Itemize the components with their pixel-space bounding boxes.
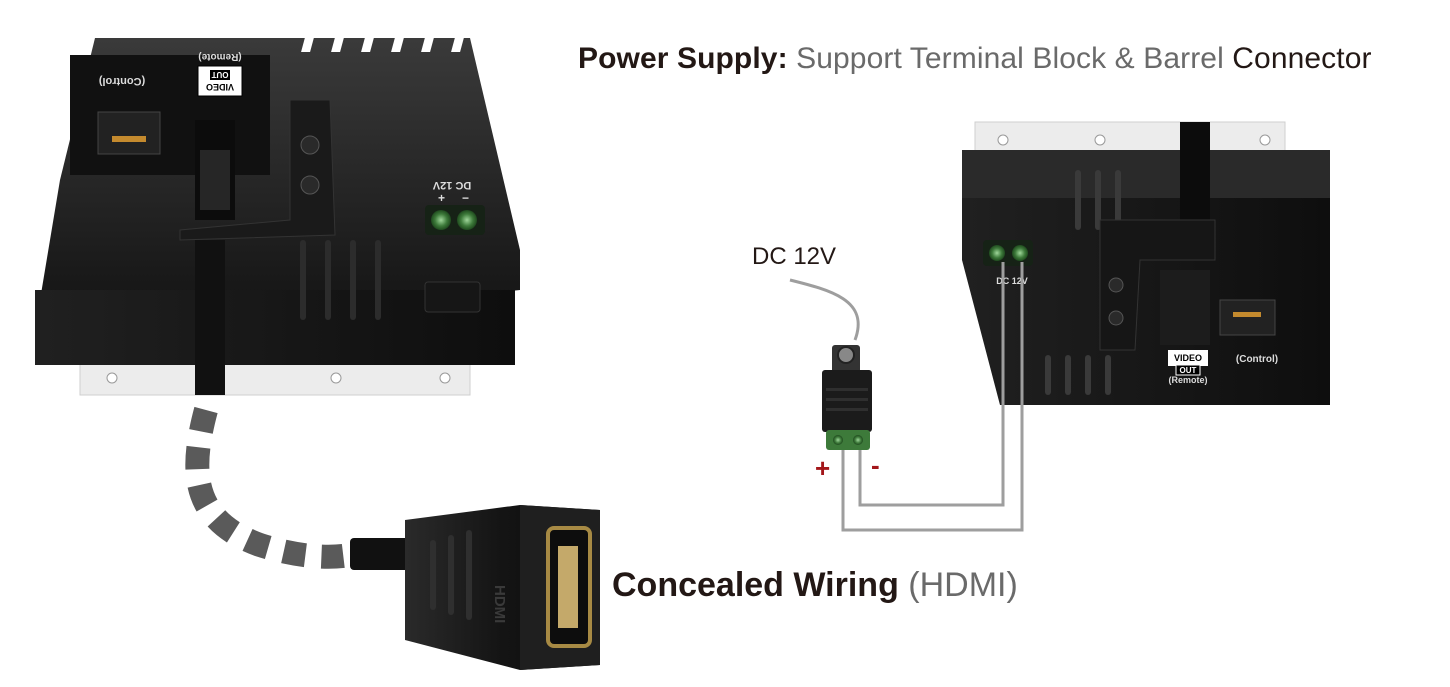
dc12v-marking: DC 12V [432, 179, 471, 191]
right-control-label: (Control) [1236, 354, 1278, 365]
right-remote-label: (Remote) [1168, 375, 1207, 385]
screw [300, 175, 320, 195]
bracket-hole [439, 372, 451, 384]
polarity-minus: - [871, 450, 880, 480]
wire-minus [858, 262, 1005, 507]
screw [300, 135, 320, 155]
wire-plus [841, 262, 1024, 532]
right-out-label: OUT [1180, 366, 1197, 375]
right-dc12v-marking: DC 12V [996, 276, 1028, 286]
connector-word: Connector [1232, 42, 1372, 75]
rj45-pins [112, 136, 146, 142]
hdmi-port-inner [558, 546, 578, 628]
bracket-hole [330, 372, 342, 384]
right-bracket-top [974, 121, 1286, 153]
dashed-cable [185, 406, 365, 569]
cable-down [195, 240, 225, 395]
right-rj45-port [1219, 299, 1276, 336]
side-vents [300, 240, 381, 320]
l-bracket [179, 99, 336, 241]
dc-12v-label: DC 12V [752, 243, 837, 270]
left-device: VIDEO OUT (Remote) (Control) DC 12V + − [35, 30, 520, 396]
right-terminal-screw-left [989, 245, 1005, 261]
bracket-hole [1094, 134, 1106, 146]
hdmi-female-connector: HDMI [405, 505, 600, 670]
svg-text:VIDEO: VIDEO [206, 82, 234, 92]
right-vents [1045, 170, 1121, 395]
right-hdmi-plug [1160, 270, 1210, 345]
terminal-screw-right [457, 210, 477, 230]
concealed-wiring-caption: Concealed Wiring (HDMI) [612, 566, 1018, 605]
barrel-opening [837, 346, 855, 364]
screw [1108, 310, 1124, 326]
bracket-hole [1259, 134, 1271, 146]
right-housing-top [962, 150, 1330, 198]
terminal-minus-marking: − [462, 191, 469, 205]
right-housing [962, 150, 1330, 405]
hdmi-note: (HDMI) [898, 566, 1018, 604]
right-l-bracket [1099, 219, 1216, 351]
screw [1108, 277, 1124, 293]
right-video-label: VIDEO [1174, 353, 1202, 363]
polarity-plus: + [815, 453, 831, 483]
terminal-plus-marking: + [438, 191, 445, 205]
power-supply-heading: Power Supply [578, 42, 778, 75]
control-label: (Control) [98, 75, 145, 87]
hdmi-logo-icon: HDMI [491, 585, 508, 623]
svg-text:OUT: OUT [211, 70, 228, 79]
video-out-label: VIDEO OUT (Remote) [197, 51, 243, 97]
grip-ridges [430, 530, 472, 620]
concealed-wiring-heading: Concealed Wiring [612, 566, 899, 604]
left-housing-front [35, 290, 515, 365]
right-terminal-screw-right [1012, 245, 1028, 261]
rj45-port [97, 111, 161, 155]
power-supply-caption: Power Supply: Support Terminal Block & B… [578, 42, 1372, 76]
dc-barrel-adapter [822, 345, 872, 450]
wiring [789, 262, 1024, 532]
bracket-hole [997, 134, 1009, 146]
power-supply-description: Support Terminal Block & Barrel [787, 42, 1233, 75]
top-vents [301, 30, 466, 52]
terminal-screw-left [431, 210, 451, 230]
caption-colon: : [777, 42, 788, 75]
right-video-label-box [1168, 350, 1208, 366]
svg-text:(Remote): (Remote) [198, 51, 241, 62]
right-device: VIDEO OUT (Remote) (Control) DC 12V [962, 121, 1330, 405]
right-out-label-box [1175, 364, 1201, 376]
dc-lead-wire [789, 278, 860, 341]
adapter-terminal [826, 430, 870, 450]
right-rj45-pins [1233, 312, 1261, 317]
cable-strain-relief [200, 150, 230, 210]
barrel-jack [424, 281, 481, 313]
cable-end [350, 538, 410, 570]
bracket-hole [106, 372, 118, 384]
